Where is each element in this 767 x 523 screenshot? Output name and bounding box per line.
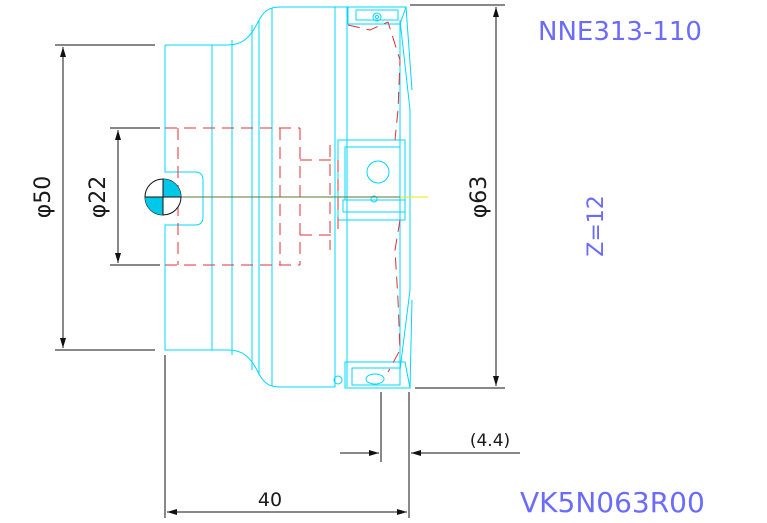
- body-profile: [164, 6, 348, 388]
- teeth-count-label: Z=12: [584, 195, 609, 257]
- center-mark: [144, 178, 182, 216]
- dim-length-label: 40: [258, 489, 282, 511]
- body-code-label: VK5N063R00: [520, 486, 705, 519]
- dim-shank-label: φ50: [31, 176, 56, 219]
- dim-bore-label: φ22: [86, 176, 111, 219]
- dim-overhang-label: (4.4): [470, 431, 510, 451]
- center-insert: [337, 139, 406, 221]
- dim-cutter-label: φ63: [467, 176, 492, 219]
- dimension-lines: [55, 4, 520, 518]
- hidden-lines: [165, 21, 401, 373]
- insert-code-label: NNE313-110: [538, 17, 702, 47]
